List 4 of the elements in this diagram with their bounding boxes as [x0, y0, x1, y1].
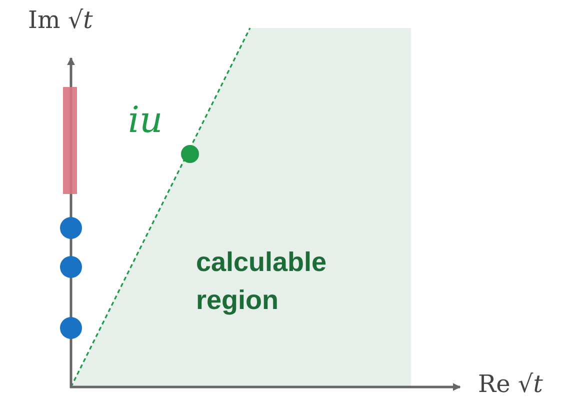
region-label: calculable region: [196, 246, 328, 317]
axis-label: Re √t: [478, 370, 543, 398]
point-label: iu: [128, 100, 163, 141]
axis-label: Im √t: [28, 6, 93, 34]
